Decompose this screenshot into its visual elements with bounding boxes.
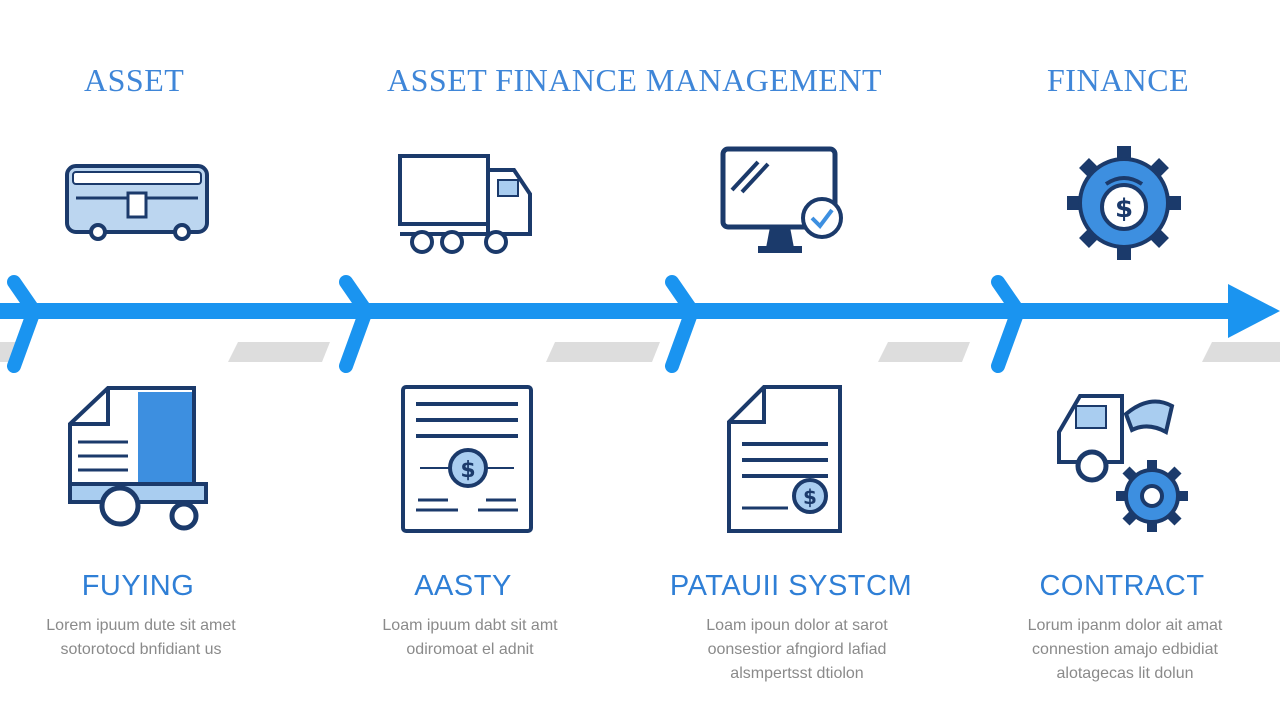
stage-description-pataui-system: Loam ipoun dolor at sarot oonsestior afn… xyxy=(667,614,927,686)
description-line: sotorotocd bnfidiant us xyxy=(60,641,222,658)
description-line: Lorem ipuum dute sit amet xyxy=(46,617,236,634)
gear-dollar-icon: $ xyxy=(1067,146,1181,260)
svg-text:$: $ xyxy=(803,485,817,509)
stage-title-fuying: FUYING xyxy=(81,570,195,602)
svg-text:$: $ xyxy=(460,458,475,483)
description-line: alsmpertsst dtiolon xyxy=(730,665,864,682)
description-line: Loam ipoun dolor at sarot xyxy=(706,617,888,634)
svg-text:$: $ xyxy=(1115,194,1133,224)
timeline-arrow xyxy=(0,275,1280,373)
stage-title-aasty: AASTY xyxy=(414,570,512,602)
heading-asset: ASSET xyxy=(84,62,185,98)
delivery-truck-icon xyxy=(398,154,532,254)
stage-description-contract: Lorum ipanm dolor ait amat connestion am… xyxy=(995,614,1255,686)
truck-gear-icon xyxy=(1057,394,1188,532)
description-line: Loam ipuum dabt sit amt xyxy=(382,617,558,634)
description-line: connestion amajo edbidiat xyxy=(1032,641,1218,658)
stage-title-contract: CONTRACT xyxy=(1039,570,1205,602)
dollar-contract-icon: $ xyxy=(727,385,842,533)
description-line: Lorum ipanm dolor ait amat xyxy=(1027,617,1223,634)
stage-title-pataui-system: PATAUII SYSTCM xyxy=(669,570,913,602)
dollar-document-icon: $ xyxy=(401,385,533,533)
stage-description-aasty: Loam ipuum dabt sit amt odiromoat el adn… xyxy=(340,614,600,662)
description-line: oonsestior afngiord lafiad xyxy=(707,641,887,658)
stage-description-fuying: Lorem ipuum dute sit amet sotorotocd bnf… xyxy=(11,614,271,662)
bus-icon xyxy=(65,164,209,241)
description-line: odiromoat el adnit xyxy=(406,641,534,658)
description-line: alotagecas lit dolun xyxy=(1056,665,1194,682)
cargo-truck-icon xyxy=(68,386,208,531)
monitor-checkmark-icon xyxy=(720,146,843,253)
diagram-title: ASSET FINANCE MANAGEMENT xyxy=(387,62,882,98)
heading-finance: FINANCE xyxy=(1047,62,1190,98)
